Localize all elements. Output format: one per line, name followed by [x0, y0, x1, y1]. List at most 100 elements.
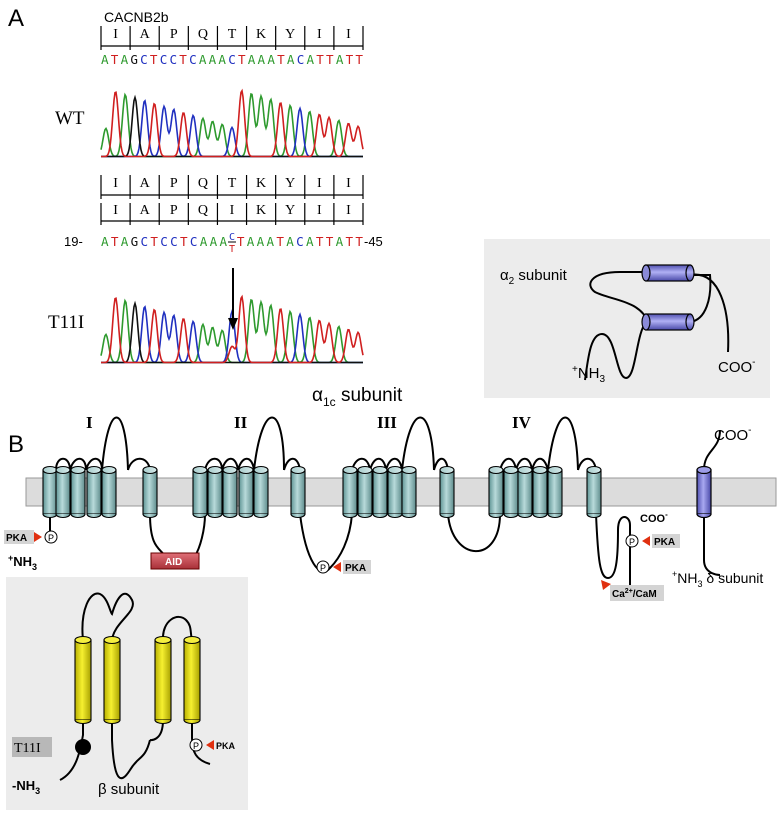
- alpha1c-helix: [253, 465, 269, 519]
- wt-amino-acid: I: [317, 27, 322, 42]
- wt-amino-acid: A: [140, 27, 151, 42]
- domain-label-iii: III: [377, 413, 397, 432]
- mutant-wt-amino-acid: I: [317, 176, 322, 191]
- loop-phospho-icon: [316, 560, 330, 574]
- beta-nh3: -NH3: [12, 778, 40, 796]
- beta-pka-site: P PKA: [189, 738, 236, 752]
- beta-phospho-icon: [189, 738, 203, 752]
- mutant-amino-acid: K: [256, 203, 266, 218]
- domain-label-ii: II: [234, 413, 248, 432]
- beta-helix: [103, 635, 121, 725]
- alpha1c-chain: [49, 416, 721, 590]
- domain-label-i: I: [86, 413, 93, 432]
- alpha2-inset: α2 subunit COO- +NH3: [484, 239, 770, 398]
- alpha1c-helix: [372, 465, 388, 519]
- mutant-amino-acid: Y: [285, 203, 295, 218]
- alpha2-helix-upper: [641, 264, 695, 282]
- loop-pka-site: P PKA: [316, 560, 371, 574]
- cterm-phospho-icon: [625, 534, 639, 548]
- alpha2-nh3: +NH3: [572, 364, 606, 385]
- beta-phospho-letter: P: [193, 741, 199, 751]
- nterm-pka-arrow: [34, 532, 42, 542]
- t11i-label-box: [12, 737, 52, 757]
- alpha1c-helix: [586, 465, 602, 519]
- mutant-wt-amino-acid: Q: [198, 176, 208, 191]
- gene-name: CACNB2b: [104, 9, 169, 25]
- alpha1c-helix: [532, 465, 548, 519]
- panel-b-label: B: [8, 431, 24, 458]
- alpha1c-helix: [192, 465, 208, 519]
- chromatogram-trace-t: [101, 294, 364, 364]
- cterm-coo: COO-: [640, 510, 668, 525]
- alpha1c-helix: [517, 465, 533, 519]
- nterm-pka-site: PKA P: [4, 530, 58, 544]
- wt-amino-acid: Q: [198, 27, 208, 42]
- cterm-phospho-letter: P: [629, 537, 635, 547]
- loop-phospho-letter: P: [320, 563, 326, 573]
- mutant-wt-amino-acid: A: [140, 176, 151, 191]
- mutant-wt-amino-acid: I: [346, 176, 351, 191]
- mut-wt-codon-bracket: [101, 194, 363, 222]
- cterm-pka-arrow: [642, 536, 650, 546]
- het-top-base: C: [229, 232, 235, 243]
- alpha1c-helix: [357, 465, 373, 519]
- cterm-pka-site: P PKA: [625, 534, 680, 548]
- cterm-pka-label: PKA: [654, 537, 675, 548]
- mutation-arrow: [228, 268, 238, 330]
- alpha1c-helix: [387, 465, 403, 519]
- alpha1c-helix: [101, 465, 117, 519]
- mutant-amino-acid: I: [113, 203, 118, 218]
- alpha1c-helix: [439, 465, 455, 519]
- alpha1c-helix: [42, 465, 58, 519]
- alpha1c-helix: [503, 465, 519, 519]
- domain-label-iv: IV: [512, 413, 532, 432]
- delta-label: +NH3 δ subunit: [672, 569, 763, 589]
- panel-a-label: A: [8, 5, 24, 32]
- wt-amino-acid: I: [346, 27, 351, 42]
- alpha1c-helix: [342, 465, 358, 519]
- alpha1c-helix: [86, 465, 102, 519]
- nterm-phospho-icon: [44, 530, 58, 544]
- mutant-seq-end: -45: [364, 234, 383, 249]
- mutant-amino-acid: I: [346, 203, 351, 218]
- panel-b: B α1c subunit I II III IV COO- +NH3 δ su…: [4, 385, 777, 601]
- alpha2-label: α2 subunit: [500, 267, 568, 287]
- mutant-label: T11I: [48, 312, 84, 333]
- beta-chain: [59, 592, 211, 781]
- beta-pka-arrow: [206, 740, 214, 750]
- nterm-phospho-letter: P: [48, 533, 54, 543]
- wt-chromatogram: [100, 88, 364, 158]
- beta-label: β subunit: [98, 781, 160, 798]
- mutant-wt-amino-acid: I: [113, 176, 118, 191]
- mutant-amino-acid: I: [230, 203, 235, 218]
- cam-label: Ca2+/CaM: [612, 588, 657, 600]
- alpha1c-helices: [42, 465, 602, 519]
- alpha2-chain: [584, 271, 730, 381]
- nterm-pka-label: PKA: [6, 533, 27, 544]
- alpha1c-helix: [401, 465, 417, 519]
- mutant-wt-amino-acid: P: [170, 176, 178, 191]
- alpha1c-helix: [547, 465, 563, 519]
- aid-box: AID: [150, 552, 200, 570]
- loop-pka-arrow: [333, 562, 341, 572]
- mutant-seq-start: 19-: [64, 234, 83, 249]
- t11i-label: T11I: [14, 741, 41, 756]
- wt-amino-acid: I: [113, 27, 118, 42]
- delta-helix: [696, 465, 712, 519]
- alpha1c-helix: [222, 465, 238, 519]
- beta-helices: [74, 635, 201, 725]
- beta-helix: [183, 635, 201, 725]
- alpha2-inset-background: [484, 239, 770, 398]
- beta-helix: [154, 635, 172, 725]
- cam-site: Ca2+/CaM: [601, 580, 664, 601]
- mutant-wt-amino-acid: Y: [285, 176, 295, 191]
- alpha1c-helix: [238, 465, 254, 519]
- alpha1c-helix: [142, 465, 158, 519]
